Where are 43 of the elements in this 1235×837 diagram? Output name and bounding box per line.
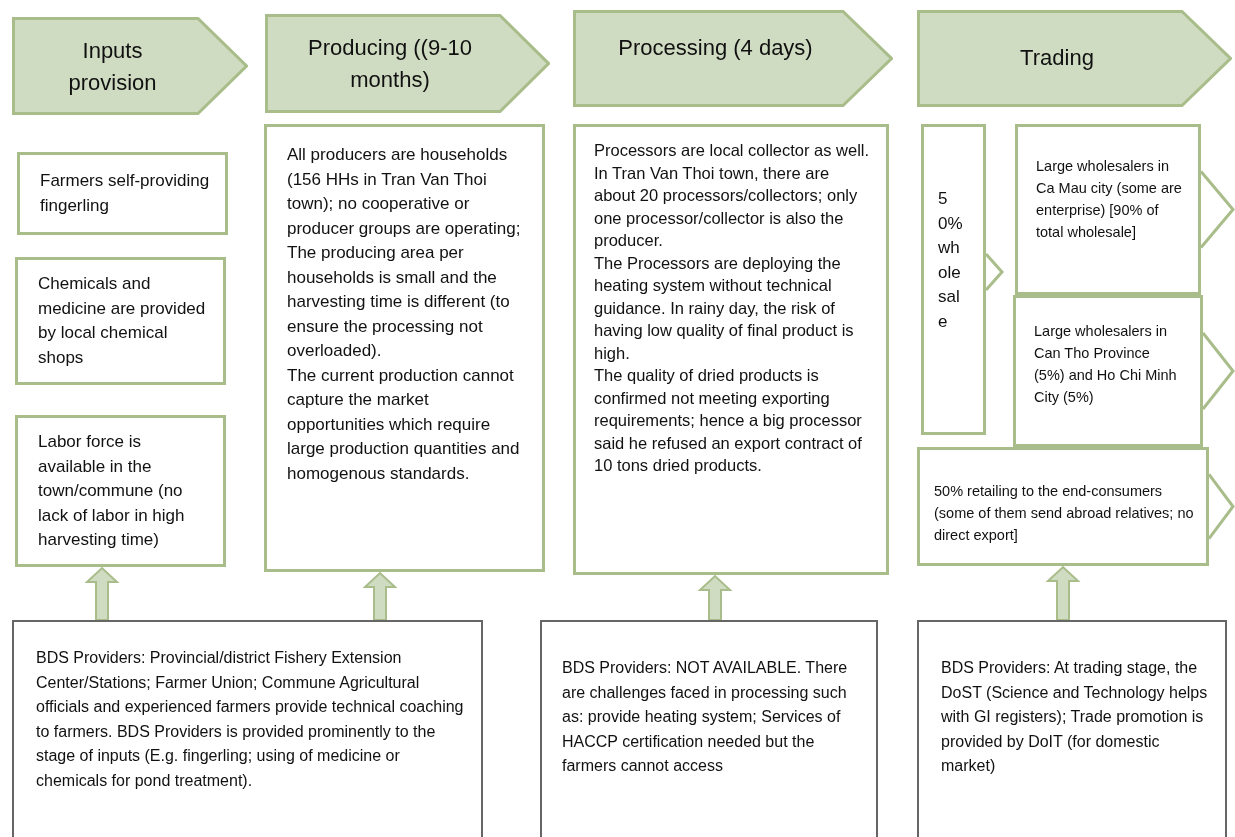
block-arrow xyxy=(362,571,398,621)
text-box xyxy=(573,124,889,575)
stage-title: Trading xyxy=(1019,44,1095,72)
text-box xyxy=(17,152,228,235)
stage-banner xyxy=(12,17,248,115)
block-arrow xyxy=(697,574,733,621)
stage-title: Inputs provision xyxy=(67,37,158,97)
provider-box xyxy=(917,620,1227,837)
description-text: Large wholesalers in Ca Mau city (some are enterprise) [90% of total wholesale] xyxy=(1036,157,1183,242)
text-box xyxy=(1015,124,1201,295)
stage-banner xyxy=(917,10,1232,107)
text-box xyxy=(917,447,1209,566)
text-box xyxy=(264,124,545,572)
description-text: 50% retailing to the end-consumers (some of them send abroad relatives; no direct export] xyxy=(934,482,1195,545)
description-text: 50% wholesale xyxy=(938,188,963,333)
text-box xyxy=(921,124,986,435)
block-arrow xyxy=(84,566,120,621)
stage-title: Processing (4 days) xyxy=(617,34,814,62)
description-text: BDS Providers: Provincial/district Fishery Extension Center/Stations; Farmer Union; Commune Agricultural officials and experienced farmers provide technical coaching to farmers. BDS Providers is provided prominently to the stage of inputs (E.g. fingerling; using of medicine or chemicals for pond treatment). xyxy=(36,648,465,791)
text-box xyxy=(1013,295,1203,447)
chevron-arrow xyxy=(1201,331,1235,411)
provider-box xyxy=(540,620,878,837)
text-box xyxy=(15,257,226,385)
description-text: Chemicals and medicine are provided by local chemical shops xyxy=(38,273,207,369)
text-box xyxy=(15,415,226,567)
chevron-arrow xyxy=(984,252,1004,292)
description-text: Labor force is available in the town/commune (no lack of labor in high harvesting time) xyxy=(38,431,186,551)
description-text: Processors are local collector as well. In Tran Van Thoi town, there are about 20 processors/collectors; only one processor/collector is also the producer. xyxy=(594,140,871,251)
description-text: BDS Providers: NOT AVAILABLE. There are challenges faced in processing such as: provide heating system; Services of HACCP certification needed but the farmers cannot access xyxy=(562,658,849,776)
stage-banner xyxy=(573,10,893,107)
description-text: The quality of dried products is confirmed not meeting exporting requirements; hence a big processor said he refused an export contract of 10 tons dried products. xyxy=(594,365,863,476)
description-text: The current production cannot capture the market opportunities which require large production quantities and homogenous standards. xyxy=(287,364,521,485)
description-text: The producing area per households is small and the harvesting time is different (to ensure the processing not overloaded). xyxy=(287,242,511,362)
description-text: All producers are households (156 HHs in Tran Van Thoi town); no cooperative or producer groups are operating; xyxy=(287,144,522,240)
provider-box xyxy=(12,620,483,837)
description-text: BDS Providers: At trading stage, the DoST (Science and Technology helps with GI registers); Trade promotion is provided by DoIT (for domestic market) xyxy=(941,658,1209,776)
chevron-arrow xyxy=(1199,170,1235,249)
stage-banner xyxy=(265,14,550,113)
description-text: The Processors are deploying the heating system without technical guidance. In rainy day, the risk of having low quality of final product is high. xyxy=(594,252,855,364)
stage-title: Producing ((9-10 months) xyxy=(307,34,473,94)
description-text: Farmers self-providing fingerling xyxy=(40,170,211,217)
description-text: Large wholesalers in Can Tho Province (5%) and Ho Chi Minh City (5%) xyxy=(1034,322,1178,407)
block-arrow xyxy=(1045,565,1081,621)
